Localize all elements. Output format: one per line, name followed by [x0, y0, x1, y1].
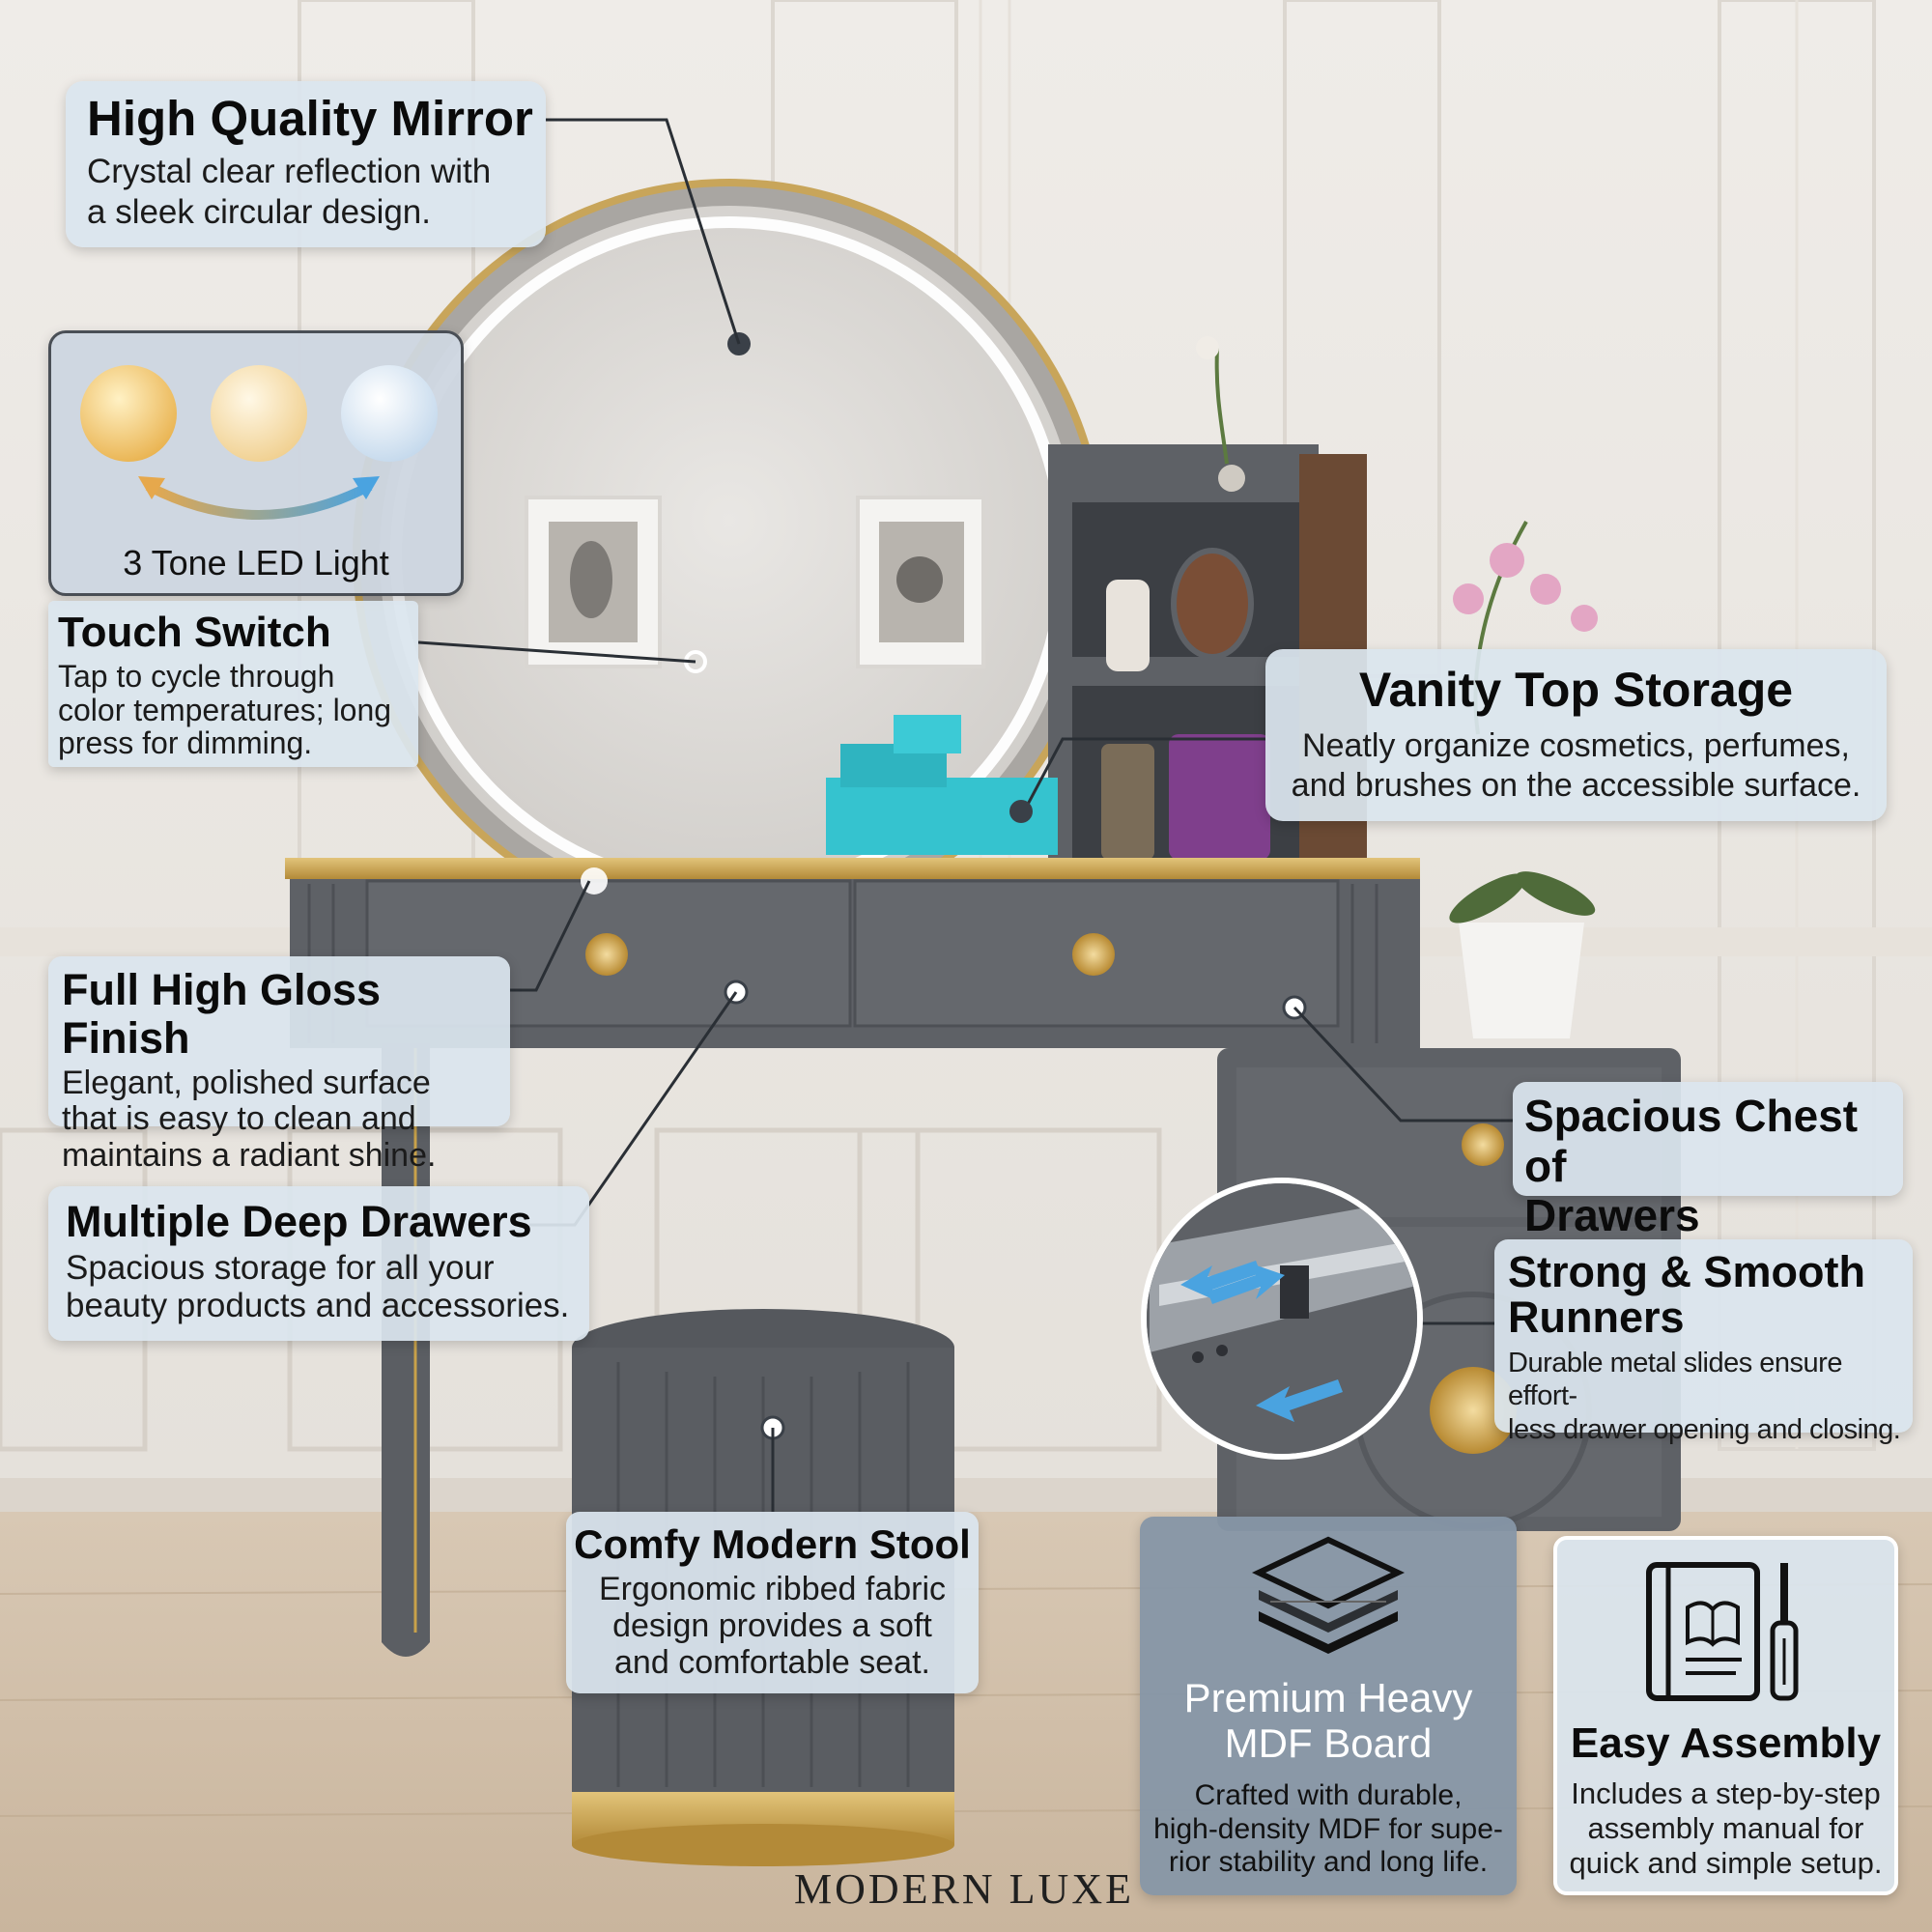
- gloss-finish-text-2: that is easy to clean and: [62, 1100, 416, 1138]
- gloss-finish-text-3: maintains a radiant shine.: [62, 1136, 437, 1174]
- cycle-arrow-icon: [145, 481, 373, 520]
- vanity-storage-text-1: Neatly organize cosmetics, perfumes,: [1302, 727, 1850, 764]
- led-tone-panel: 3 Tone LED Light: [48, 330, 464, 596]
- mdf-board-title-2: MDF Board: [1224, 1720, 1433, 1767]
- mdf-board-title-1: Premium Heavy: [1183, 1675, 1473, 1720]
- deep-drawers-title: Multiple Deep Drawers: [66, 1197, 532, 1246]
- mdf-layers-icon: [1251, 1536, 1406, 1654]
- easy-assembly-text-2: assembly manual for: [1587, 1810, 1864, 1845]
- stool-title: Comfy Modern Stool: [574, 1521, 971, 1567]
- deep-drawers-text-1: Spacious storage for all your: [66, 1249, 495, 1288]
- easy-assembly-card: Easy Assembly Includes a step-by-step as…: [1553, 1536, 1898, 1895]
- manual-and-screwdriver-icon: [1645, 1562, 1798, 1701]
- chest-drawers-callout: Spacious Chest of Drawers: [1513, 1082, 1903, 1240]
- brand-logo: MODERN LUXE: [794, 1865, 1134, 1913]
- warm-light-icon: [80, 365, 177, 462]
- mirror-text-1: Crystal clear reflection with: [87, 153, 492, 191]
- stool-text-1: Ergonomic ribbed fabric: [598, 1571, 947, 1608]
- runners-text-1: Durable metal slides ensure effort-: [1508, 1347, 1842, 1412]
- runners-text-2: less drawer opening and closing.: [1508, 1414, 1901, 1446]
- runners-callout: Strong & Smooth Runners Durable metal sl…: [1494, 1239, 1913, 1445]
- mirror-text-2: a sleek circular design.: [87, 193, 431, 232]
- vanity-storage-title: Vanity Top Storage: [1358, 663, 1794, 717]
- vanity-storage-text-2: and brushes on the accessible surface.: [1291, 766, 1861, 804]
- mdf-board-text-3: rior stability and long life.: [1168, 1846, 1489, 1879]
- stool-text-2: design provides a soft: [612, 1607, 932, 1645]
- mirror-title: High Quality Mirror: [87, 91, 533, 146]
- easy-assembly-title: Easy Assembly: [1570, 1719, 1882, 1767]
- easy-assembly-text-3: quick and simple setup.: [1569, 1845, 1883, 1880]
- runners-title-2: Runners: [1508, 1293, 1685, 1343]
- touch-switch-text-2: color temperatures; long: [58, 692, 392, 727]
- mdf-board-card: Premium Heavy MDF Board Crafted with dur…: [1140, 1517, 1517, 1895]
- stool-text-3: and comfortable seat.: [614, 1644, 930, 1682]
- touch-switch-text-3: press for dimming.: [58, 725, 313, 761]
- stool-callout: Comfy Modern Stool Ergonomic ribbed fabr…: [566, 1512, 979, 1693]
- deep-drawers-text-2: beauty products and accessories.: [66, 1286, 570, 1324]
- touch-switch-title: Touch Switch: [58, 609, 331, 656]
- neutral-light-icon: [211, 365, 307, 462]
- chest-drawers-title-1: Spacious Chest of: [1524, 1091, 1859, 1191]
- cool-light-icon: [341, 365, 438, 462]
- mdf-board-text-2: high-density MDF for supe-: [1153, 1812, 1503, 1845]
- deep-drawers-callout: Multiple Deep Drawers Spacious storage f…: [48, 1186, 589, 1341]
- chest-drawers-title-2: Drawers: [1524, 1190, 1700, 1241]
- mirror-callout: High Quality Mirror Crystal clear reflec…: [66, 81, 546, 247]
- gloss-finish-title: Full High Gloss Finish: [62, 965, 382, 1064]
- touch-switch-callout: Touch Switch Tap to cycle through color …: [48, 601, 418, 767]
- mdf-board-text-1: Crafted with durable,: [1194, 1779, 1463, 1812]
- led-tone-graphic: [80, 365, 438, 520]
- vanity-storage-callout: Vanity Top Storage Neatly organize cosme…: [1265, 649, 1887, 821]
- led-label: 3 Tone LED Light: [123, 543, 389, 582]
- gloss-finish-text-1: Elegant, polished surface: [62, 1064, 431, 1101]
- gloss-finish-callout: Full High Gloss Finish Elegant, polished…: [48, 956, 510, 1173]
- easy-assembly-text-1: Includes a step-by-step: [1571, 1776, 1881, 1811]
- touch-switch-text-1: Tap to cycle through: [58, 659, 335, 695]
- runners-title-1: Strong & Smooth: [1508, 1247, 1865, 1296]
